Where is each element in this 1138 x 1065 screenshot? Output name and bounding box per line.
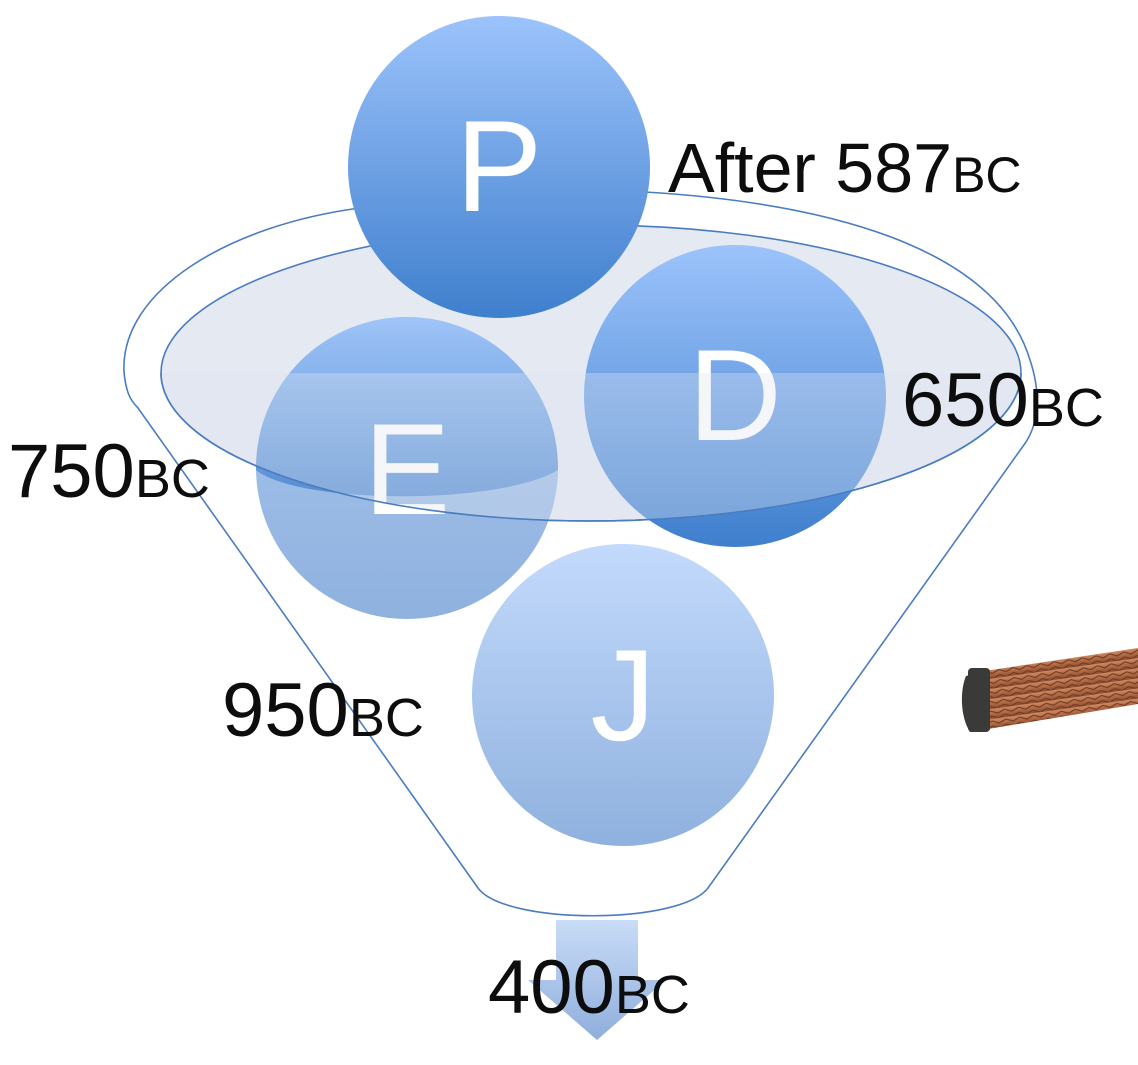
circle-e: E: [256, 317, 558, 619]
circle-d-letter: D: [688, 322, 782, 468]
circle-p-letter: P: [456, 93, 543, 239]
circle-j: J: [472, 544, 774, 846]
circle-d: D: [584, 245, 886, 547]
rope-image: [961, 648, 1138, 732]
funnel-outline: [123, 191, 1038, 917]
label-d-date: 650BC: [902, 358, 1104, 443]
label-p-date: After 587BC: [668, 129, 1022, 207]
label-j-date: 950BC: [222, 668, 424, 753]
circle-e-letter: E: [364, 396, 451, 542]
circle-j-letter: J: [591, 622, 656, 768]
label-e-date: 750BC: [8, 429, 210, 514]
circle-p: P: [348, 16, 650, 318]
label-output-date: 400BC: [488, 945, 690, 1030]
output-arrow: [528, 920, 666, 1040]
